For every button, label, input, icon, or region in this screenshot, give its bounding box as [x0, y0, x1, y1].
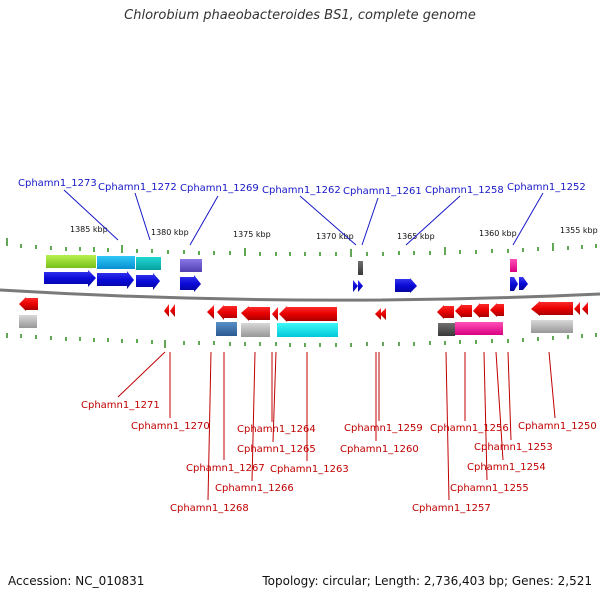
bottom-gene-labels: Cphamn1_1271 Cphamn1_1270 Cphamn1_1267 C… — [81, 400, 597, 514]
genome-backbone — [0, 288, 600, 302]
ortholog-block — [216, 322, 237, 336]
gene-arrow-reverse — [574, 302, 580, 315]
gene-label[interactable]: Cphamn1_1259 — [344, 423, 423, 434]
gene-arrow-forward — [180, 275, 201, 292]
gene-label[interactable]: Cphamn1_1255 — [450, 483, 529, 494]
bottom-leader-lines — [117, 351, 556, 501]
gene-arrow-forward — [353, 280, 358, 292]
gene-arrow-reverse — [473, 303, 489, 318]
gene-label[interactable]: Cphamn1_1261 — [343, 186, 422, 197]
page-title: Chlorobium phaeobacteroides BS1, complet… — [124, 8, 476, 23]
gene-arrow-forward — [44, 270, 96, 287]
topology-label: Topology: circular; Length: 2,736,403 bp… — [262, 574, 592, 588]
ortholog-block — [510, 259, 517, 272]
gene-arrow-reverse — [207, 305, 214, 319]
ortholog-block — [455, 322, 503, 335]
ortholog-block — [136, 257, 161, 270]
accession-label: Accession: NC_010831 — [8, 574, 145, 588]
ortholog-block — [241, 323, 270, 337]
gene-arrow-forward — [97, 271, 134, 289]
gene-label[interactable]: Cphamn1_1258 — [425, 185, 504, 196]
gene-arrow-forward — [136, 273, 160, 290]
kbp-label-1380: 1380 kbp — [151, 228, 189, 237]
ortholog-block — [358, 261, 363, 275]
gene-label[interactable]: Cphamn1_1271 — [81, 400, 160, 411]
kbp-label-1360: 1360 kbp — [479, 229, 517, 238]
gene-label[interactable]: Cphamn1_1269 — [180, 183, 259, 194]
kbp-label-1385: 1385 kbp — [70, 225, 108, 234]
gene-arrow-reverse — [490, 303, 504, 317]
gene-arrow-reverse — [375, 308, 381, 320]
kbp-label-1355: 1355 kbp — [560, 226, 598, 235]
top-gene-labels: Cphamn1_1273 Cphamn1_1272 Cphamn1_1269 C… — [18, 178, 586, 197]
forward-strand-genes[interactable] — [44, 270, 528, 293]
gene-arrow-reverse — [582, 302, 588, 315]
gene-label[interactable]: Cphamn1_1267 — [186, 463, 265, 474]
gene-label[interactable]: Cphamn1_1262 — [262, 185, 341, 196]
gene-label[interactable]: Cphamn1_1252 — [507, 182, 586, 193]
gene-label[interactable]: Cphamn1_1272 — [98, 182, 177, 193]
kbp-label-1370: 1370 kbp — [316, 232, 354, 241]
forward-ortholog-blocks — [46, 255, 517, 275]
gene-label[interactable]: Cphamn1_1264 — [237, 424, 316, 435]
ortholog-block — [180, 259, 202, 272]
gene-arrow-reverse — [170, 304, 175, 317]
gene-arrow-forward — [358, 280, 363, 292]
top-leader-lines — [63, 189, 544, 246]
gene-arrow-reverse — [437, 305, 454, 319]
ortholog-block — [277, 323, 338, 337]
gene-arrow-reverse — [19, 297, 38, 311]
reverse-strand-genes[interactable] — [19, 297, 588, 322]
gene-label[interactable]: Cphamn1_1268 — [170, 503, 249, 514]
gene-arrow-reverse — [531, 301, 573, 316]
gene-arrow-reverse — [164, 304, 169, 317]
gene-label[interactable]: Cphamn1_1263 — [270, 464, 349, 475]
gene-arrow-reverse — [241, 306, 270, 321]
gene-arrow-reverse — [380, 308, 386, 320]
gene-arrow-forward — [519, 277, 528, 290]
gene-label[interactable]: Cphamn1_1257 — [412, 503, 491, 514]
ortholog-block — [438, 323, 455, 336]
kbp-label-1375: 1375 kbp — [233, 230, 271, 239]
gene-arrow-reverse — [272, 307, 278, 321]
gene-label[interactable]: Cphamn1_1256 — [430, 423, 509, 434]
gene-label[interactable]: Cphamn1_1265 — [237, 444, 316, 455]
gene-arrow-reverse — [279, 306, 337, 322]
gene-arrow-forward — [395, 278, 417, 293]
gene-label[interactable]: Cphamn1_1254 — [467, 462, 546, 473]
gene-label[interactable]: Cphamn1_1270 — [131, 421, 210, 432]
ortholog-block — [46, 255, 96, 268]
gene-label[interactable]: Cphamn1_1266 — [215, 483, 294, 494]
reverse-ortholog-blocks — [19, 315, 573, 337]
upper-scale-ticks — [6, 238, 597, 257]
gene-label[interactable]: Cphamn1_1250 — [518, 421, 597, 432]
gene-arrow-forward — [510, 277, 518, 291]
gene-label[interactable]: Cphamn1_1253 — [474, 442, 553, 453]
ortholog-block — [97, 256, 135, 269]
gene-arrow-reverse — [455, 304, 472, 318]
gene-label[interactable]: Cphamn1_1273 — [18, 178, 97, 189]
gene-label[interactable]: Cphamn1_1260 — [340, 444, 419, 455]
gene-arrow-reverse — [217, 305, 237, 320]
lower-scale-ticks — [6, 333, 597, 348]
ortholog-block — [19, 315, 37, 328]
ortholog-block — [531, 320, 573, 333]
